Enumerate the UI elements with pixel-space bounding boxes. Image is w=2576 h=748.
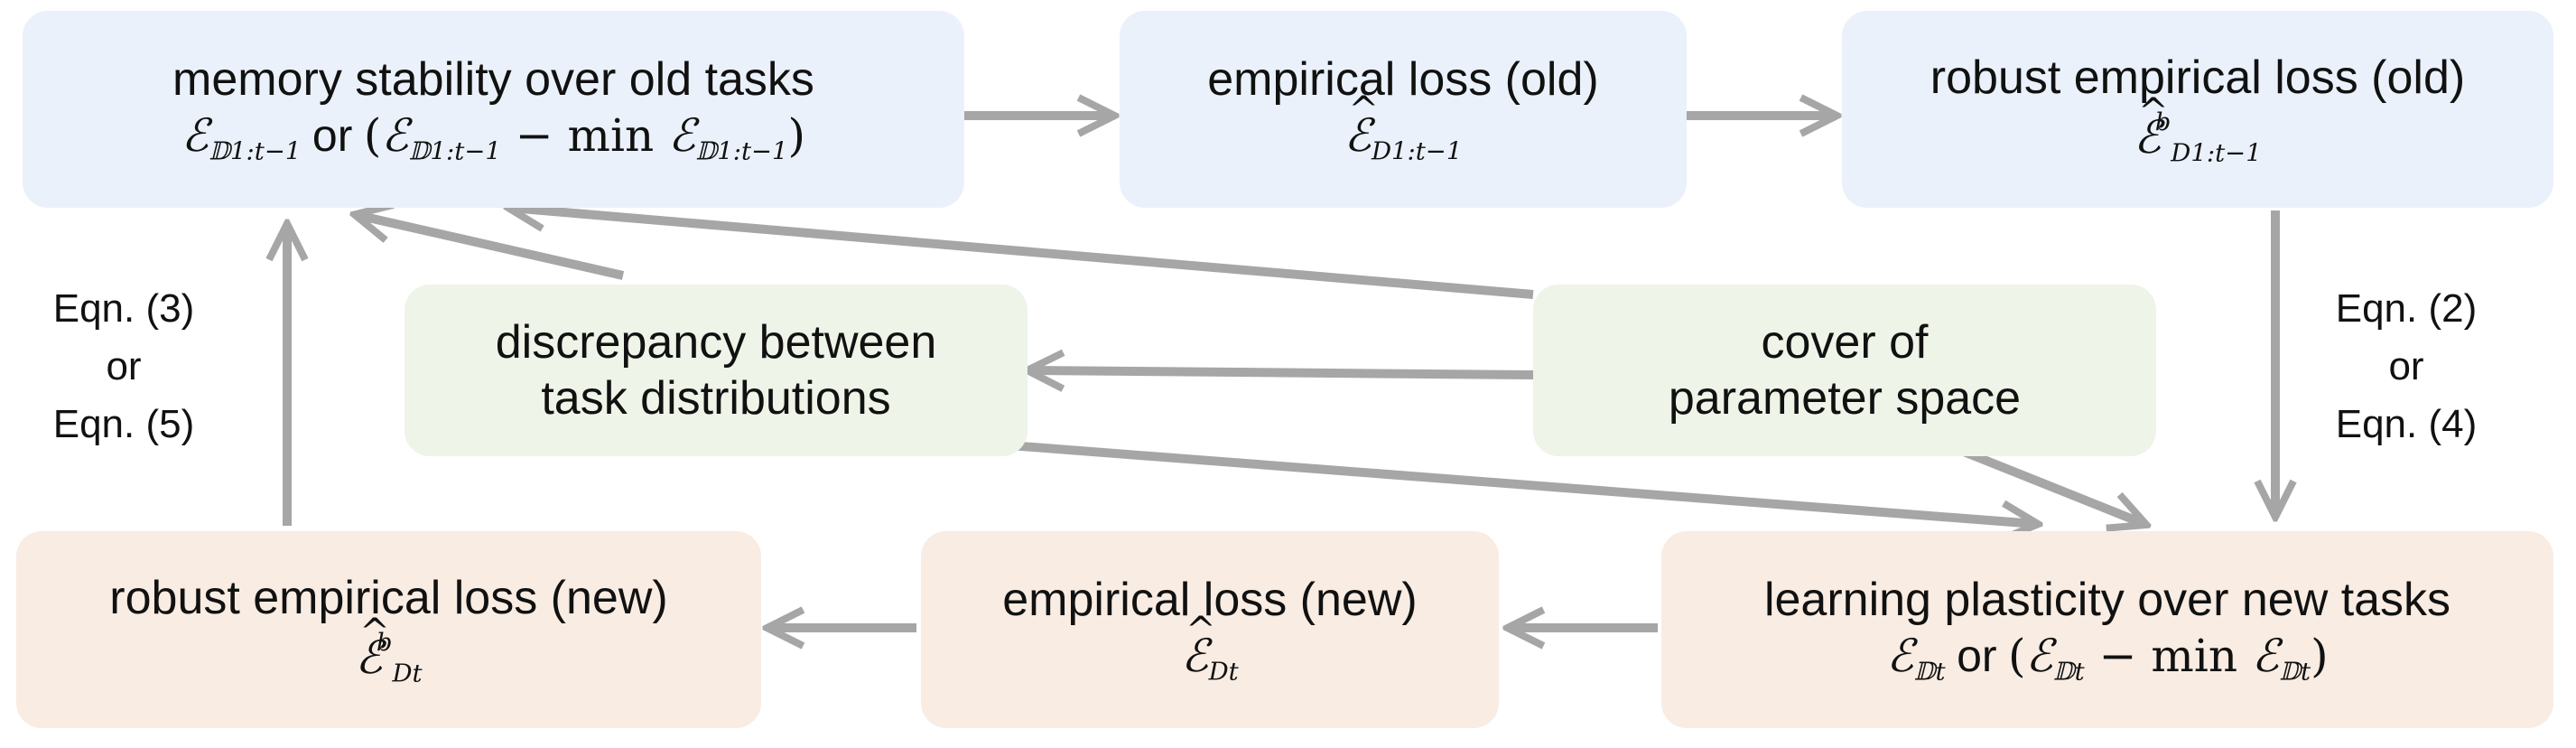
arrow-cover-to-discrepancy — [1029, 370, 1534, 375]
cover-line1: cover of — [1761, 315, 1929, 369]
empirical-loss-new-formula: ℰDt — [1181, 608, 1238, 687]
robust-empirical-loss-new-box: robust empirical loss (new) ℰbDt — [16, 531, 761, 728]
equation-left-line3: Eqn. (5) — [52, 401, 195, 446]
arrow-cover-to-plasticity — [1944, 440, 2144, 524]
cover-box: cover of parameter space — [1533, 285, 2156, 456]
empirical-loss-old-box: empirical loss (old) ℰD1:t−1 — [1120, 11, 1687, 208]
discrepancy-line2: task distributions — [541, 372, 891, 425]
cover-line2: parameter space — [1668, 372, 2022, 425]
equation-label-right: Eqn. (2) or Eqn. (4) — [2330, 280, 2483, 453]
arrow-discrepancy-to-plasticity — [997, 440, 2036, 524]
learning-plasticity-title: learning plasticity over new tasks — [1763, 573, 2451, 626]
empirical-loss-old-formula: ℰD1:t−1 — [1344, 88, 1463, 167]
arrow-cover-to-memory — [510, 208, 1534, 299]
memory-stability-title: memory stability over old tasks — [172, 52, 814, 106]
equation-right-line1: Eqn. (2) — [2335, 286, 2478, 331]
equation-left-line2: or — [106, 343, 142, 388]
discrepancy-line1: discrepancy between — [495, 315, 937, 369]
equation-right-line3: Eqn. (4) — [2335, 401, 2478, 446]
empirical-loss-old-title: empirical loss (old) — [1207, 52, 1599, 106]
arrow-discrepancy-to-memory — [357, 215, 625, 280]
robust-empirical-loss-old-title: robust empirical loss (old) — [1930, 51, 2466, 105]
equation-right-line2: or — [2388, 343, 2424, 388]
equation-label-left: Eqn. (3) or Eqn. (5) — [47, 280, 200, 453]
robust-empirical-loss-new-formula: ℰbDt — [355, 610, 422, 689]
discrepancy-box: discrepancy between task distributions — [405, 285, 1028, 456]
robust-empirical-loss-old-formula: ℰbD1:t−1 — [2134, 89, 2261, 169]
equation-left-line1: Eqn. (3) — [52, 286, 195, 331]
empirical-loss-new-box: empirical loss (new) ℰDt — [921, 531, 1499, 728]
robust-empirical-loss-old-box: robust empirical loss (old) ℰbD1:t−1 — [1842, 11, 2553, 208]
